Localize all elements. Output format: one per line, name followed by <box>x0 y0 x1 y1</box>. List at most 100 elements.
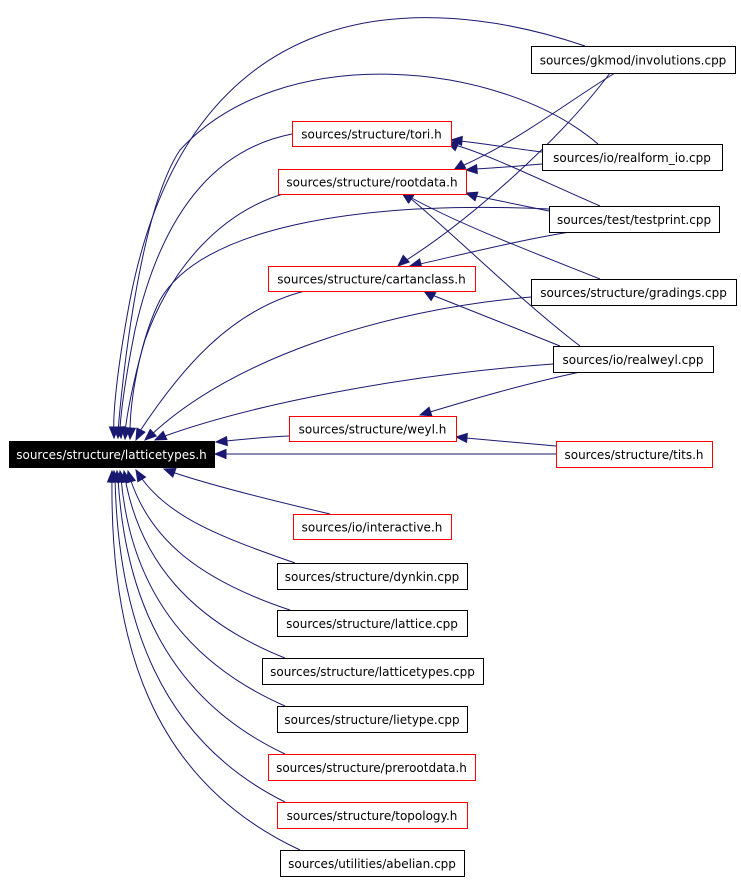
node-label: sources/structure/tits.h <box>564 448 703 462</box>
edge-realform-to-tori-line <box>459 140 543 153</box>
edge-lietype-to-latticetypes-line <box>120 477 286 707</box>
edge-dynkin-to-latticetypes-line <box>139 475 296 564</box>
node-label: sources/structure/dynkin.cpp <box>285 570 460 584</box>
edge-weyl-to-latticetypes-arrowhead <box>214 435 228 447</box>
edge-layer <box>106 17 616 851</box>
edge-rootdata-to-latticetypes <box>120 191 291 441</box>
edge-tori-to-latticetypes-line <box>119 133 293 433</box>
edge-latticetypes-cpp-to-latticetypes-line <box>124 477 286 659</box>
node-cartanclass[interactable]: sources/structure/cartanclass.h <box>268 266 476 292</box>
edge-realform-to-rootdata <box>464 163 543 175</box>
node-latticetypes-cpp[interactable]: sources/structure/latticetypes.cpp <box>262 658 484 685</box>
node-gradings[interactable]: sources/structure/gradings.cpp <box>531 279 737 306</box>
edge-cartanclass-to-latticetypes-line <box>137 290 306 435</box>
edge-realweyl-to-latticetypes <box>153 363 554 441</box>
edge-gradings-to-latticetypes <box>144 296 532 441</box>
node-label: sources/gkmod/involutions.cpp <box>540 54 727 68</box>
edge-realweyl-to-latticetypes-arrowhead <box>153 430 168 441</box>
node-box <box>531 46 736 74</box>
node-prerootdata[interactable]: sources/structure/prerootdata.h <box>268 754 476 781</box>
node-label: sources/test/testprint.cpp <box>557 213 711 227</box>
node-box <box>549 206 720 233</box>
node-box <box>277 802 468 829</box>
node-box <box>553 346 714 373</box>
edge-tits-to-latticetypes <box>213 448 556 460</box>
edge-gradings-to-latticetypes-line <box>149 296 532 437</box>
node-layer: sources/structure/latticetypes.h sources/… <box>9 46 737 877</box>
edge-involutions-to-cartanclass-arrowhead <box>397 254 411 267</box>
node-latticetypes-h[interactable]: sources/structure/latticetypes.h <box>9 441 215 468</box>
edge-weyl-to-latticetypes-line <box>225 435 290 442</box>
edge-testprint-to-latticetypes-line <box>129 206 550 434</box>
node-tits[interactable]: sources/structure/tits.h <box>556 441 713 468</box>
node-topology[interactable]: sources/structure/topology.h <box>277 802 468 829</box>
node-box <box>280 850 465 877</box>
node-testprint[interactable]: sources/test/testprint.cpp <box>549 206 720 233</box>
edge-realweyl-to-weyl-line <box>429 371 581 413</box>
edge-abelian-to-latticetypes-arrowhead <box>106 469 118 483</box>
node-abelian[interactable]: sources/utilities/abelian.cpp <box>280 850 465 877</box>
node-box <box>542 144 723 171</box>
node-label: sources/structure/tori.h <box>301 128 441 142</box>
node-box <box>9 441 215 468</box>
edge-interactive-to-latticetypes-line <box>171 471 331 515</box>
node-lietype[interactable]: sources/structure/lietype.cpp <box>277 706 468 733</box>
node-realform-io[interactable]: sources/io/realform_io.cpp <box>542 144 723 171</box>
node-interactive[interactable]: sources/io/interactive.h <box>293 514 452 540</box>
edge-realweyl-to-latticetypes-line <box>161 363 554 438</box>
edge-abelian-to-latticetypes <box>106 469 301 851</box>
edge-cartanclass-to-latticetypes-arrowhead <box>135 427 146 442</box>
edge-latticetypes-cpp-to-latticetypes <box>120 469 286 659</box>
edge-lietype-to-latticetypes <box>116 469 286 707</box>
edge-weyl-to-latticetypes <box>214 435 290 447</box>
node-box <box>292 121 452 147</box>
edge-tits-to-latticetypes-arrowhead <box>213 448 227 460</box>
edge-dynkin-to-latticetypes <box>135 468 296 564</box>
edge-involutions-to-cartanclass-line <box>404 72 611 262</box>
edge-realform-to-rootdata-arrowhead <box>464 163 478 175</box>
edge-gradings-to-rootdata-line <box>409 196 601 280</box>
edge-tits-to-weyl-line <box>465 437 557 447</box>
node-label: sources/io/realform_io.cpp <box>553 151 711 165</box>
edge-tits-to-weyl <box>454 432 557 447</box>
edge-involutions-to-latticetypes-line <box>113 17 586 433</box>
node-box <box>262 658 484 685</box>
edge-dynkin-to-latticetypes-arrowhead <box>135 468 147 483</box>
node-tori[interactable]: sources/structure/tori.h <box>292 121 452 147</box>
node-rootdata[interactable]: sources/structure/rootdata.h <box>278 169 467 195</box>
node-label: sources/structure/gradings.cpp <box>540 286 727 300</box>
node-lattice[interactable]: sources/structure/lattice.cpp <box>277 610 468 637</box>
edge-testprint-to-rootdata <box>464 191 550 212</box>
node-label: sources/structure/cartanclass.h <box>277 273 465 287</box>
edge-testprint-to-tori-line <box>454 144 601 207</box>
node-label: sources/structure/lattice.cpp <box>286 617 458 631</box>
node-box <box>268 266 476 292</box>
edge-abelian-to-latticetypes-line <box>111 477 301 851</box>
node-label: sources/structure/topology.h <box>287 809 458 823</box>
edge-tits-to-weyl-arrowhead <box>454 432 468 444</box>
node-label: sources/structure/latticetypes.cpp <box>270 665 475 679</box>
node-realweyl[interactable]: sources/io/realweyl.cpp <box>553 346 714 373</box>
node-label: sources/structure/rootdata.h <box>286 176 457 190</box>
edge-realweyl-to-weyl <box>418 371 581 417</box>
node-label: sources/structure/weyl.h <box>299 423 447 437</box>
node-weyl[interactable]: sources/structure/weyl.h <box>289 416 457 442</box>
node-dynkin[interactable]: sources/structure/dynkin.cpp <box>277 563 468 590</box>
node-box <box>277 563 468 590</box>
node-label: sources/utilities/abelian.cpp <box>288 857 456 871</box>
edge-realweyl-to-cartanclass-line <box>431 294 561 347</box>
edge-cartanclass-to-latticetypes <box>135 290 306 442</box>
node-box <box>531 279 737 306</box>
edge-realform-to-rootdata-line <box>475 163 543 170</box>
edge-topology-to-latticetypes-line <box>114 477 286 803</box>
edge-testprint-to-rootdata-arrowhead <box>464 191 479 202</box>
edge-testprint-to-rootdata-line <box>475 195 550 212</box>
edge-interactive-to-latticetypes <box>162 468 331 515</box>
node-box <box>556 441 713 468</box>
node-box <box>268 754 476 781</box>
edge-tori-to-latticetypes <box>114 133 293 440</box>
node-label: sources/structure/latticetypes.h <box>16 448 207 462</box>
edge-realweyl-to-rootdata-line <box>409 197 581 347</box>
node-involutions[interactable]: sources/gkmod/involutions.cpp <box>531 46 736 74</box>
